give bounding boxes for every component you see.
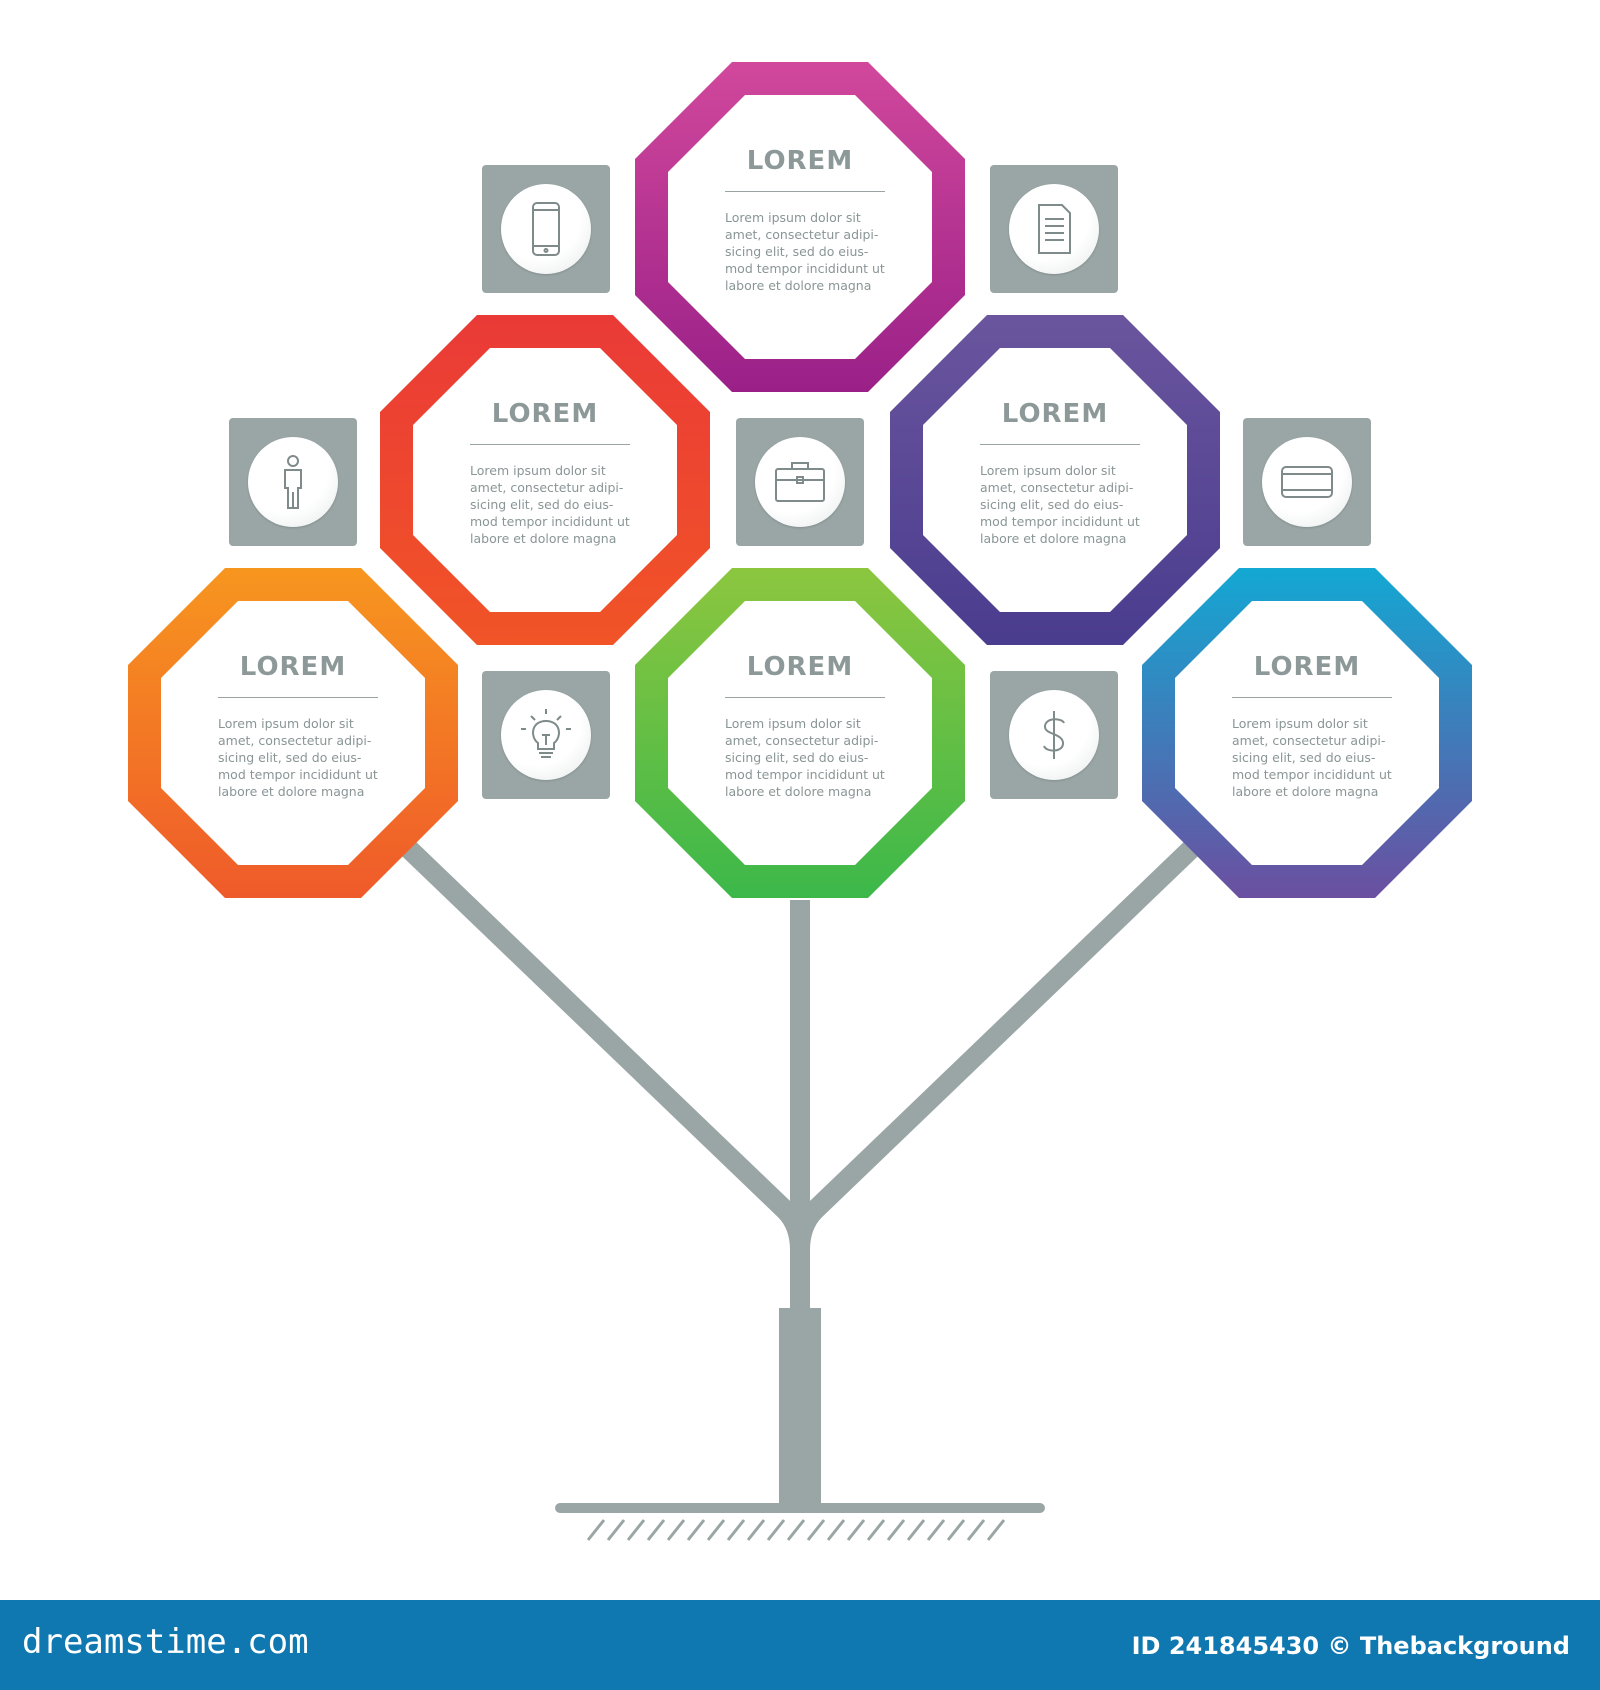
- tree-stem: [401, 840, 1199, 1541]
- node-title: LOREM: [746, 652, 854, 682]
- branch-right: [790, 840, 1199, 1251]
- ground-hatch: [586, 1519, 1006, 1541]
- document-tile: [990, 165, 1118, 293]
- node-divider: [725, 697, 885, 698]
- tree-diagram: LOREM Lorem ipsum dolor sit amet, consec…: [128, 62, 1472, 1541]
- document-icon: [1038, 204, 1071, 254]
- smartphone-tile: [482, 165, 610, 293]
- node-body: Lorem ipsum dolor sit amet, consectetur …: [725, 210, 885, 293]
- node-divider: [218, 697, 378, 698]
- footer-brand[interactable]: dreamstime.com: [22, 1622, 309, 1662]
- node-body: Lorem ipsum dolor sit amet, consectetur …: [1232, 716, 1392, 799]
- node-title: LOREM: [746, 146, 854, 176]
- lightbulb-icon: [521, 709, 571, 758]
- node-divider: [1232, 697, 1392, 698]
- node-title: LOREM: [239, 652, 347, 682]
- trunk: [779, 1308, 821, 1508]
- lightbulb-tile: [482, 671, 610, 799]
- dollar-icon: [1043, 711, 1065, 759]
- node-divider: [725, 191, 885, 192]
- node-bottom-center: LOREM Lorem ipsum dolor sit amet, consec…: [635, 568, 965, 898]
- branch-left: [401, 840, 810, 1320]
- node-body: Lorem ipsum dolor sit amet, consectetur …: [980, 463, 1140, 546]
- node-body: Lorem ipsum dolor sit amet, consectetur …: [725, 716, 885, 799]
- node-divider: [470, 444, 630, 445]
- node-bottom-left: LOREM Lorem ipsum dolor sit amet, consec…: [128, 568, 458, 898]
- footer-bar: dreamstime.com ID 241845430 © Thebackgro…: [0, 1600, 1600, 1690]
- smartphone-icon: [532, 202, 560, 256]
- tablet-icon: [1281, 466, 1333, 498]
- person-icon: [284, 455, 302, 509]
- node-bottom-right: LOREM Lorem ipsum dolor sit amet, consec…: [1142, 568, 1472, 898]
- node-middle-left: LOREM Lorem ipsum dolor sit amet, consec…: [380, 315, 710, 645]
- briefcase-tile: [736, 418, 864, 546]
- node-body: Lorem ipsum dolor sit amet, consectetur …: [218, 716, 378, 799]
- tablet-tile: [1243, 418, 1371, 546]
- node-top-center: LOREM Lorem ipsum dolor sit amet, consec…: [635, 62, 965, 392]
- footer-credit: ID 241845430 © Thebackground: [1131, 1632, 1570, 1660]
- node-body: Lorem ipsum dolor sit amet, consectetur …: [470, 463, 630, 546]
- node-title: LOREM: [491, 399, 599, 429]
- dollar-tile: [990, 671, 1118, 799]
- node-title: LOREM: [1253, 652, 1361, 682]
- person-tile: [229, 418, 357, 546]
- briefcase-icon: [775, 462, 825, 502]
- node-middle-right: LOREM Lorem ipsum dolor sit amet, consec…: [890, 315, 1220, 645]
- node-title: LOREM: [1001, 399, 1109, 429]
- node-divider: [980, 444, 1140, 445]
